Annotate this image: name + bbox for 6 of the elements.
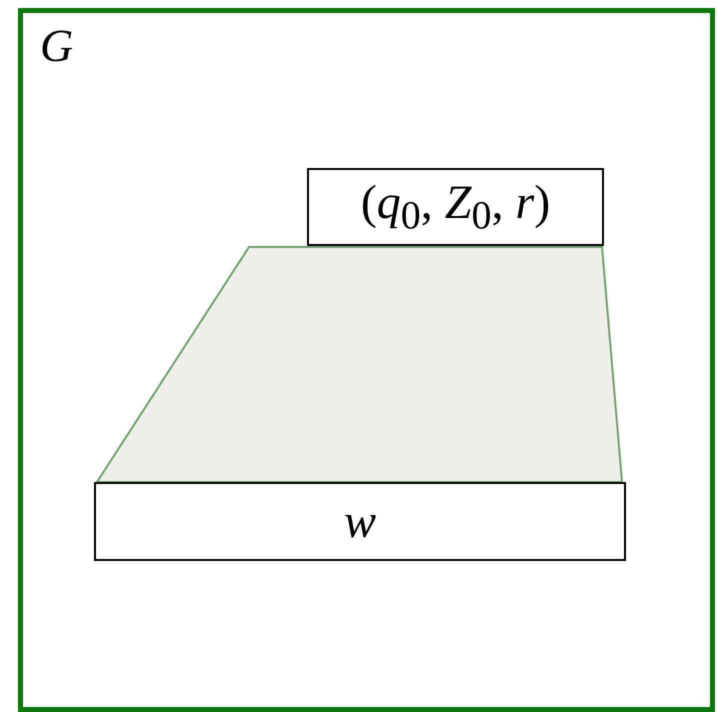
box-label: (q$_{0}$, Z$_{0}$, r) bbox=[360, 178, 550, 236]
frame-heading: G bbox=[40, 23, 74, 69]
box-label: w bbox=[344, 498, 376, 546]
text-box bbox=[94, 482, 626, 561]
text-box bbox=[307, 168, 604, 246]
frame-box bbox=[18, 8, 715, 712]
